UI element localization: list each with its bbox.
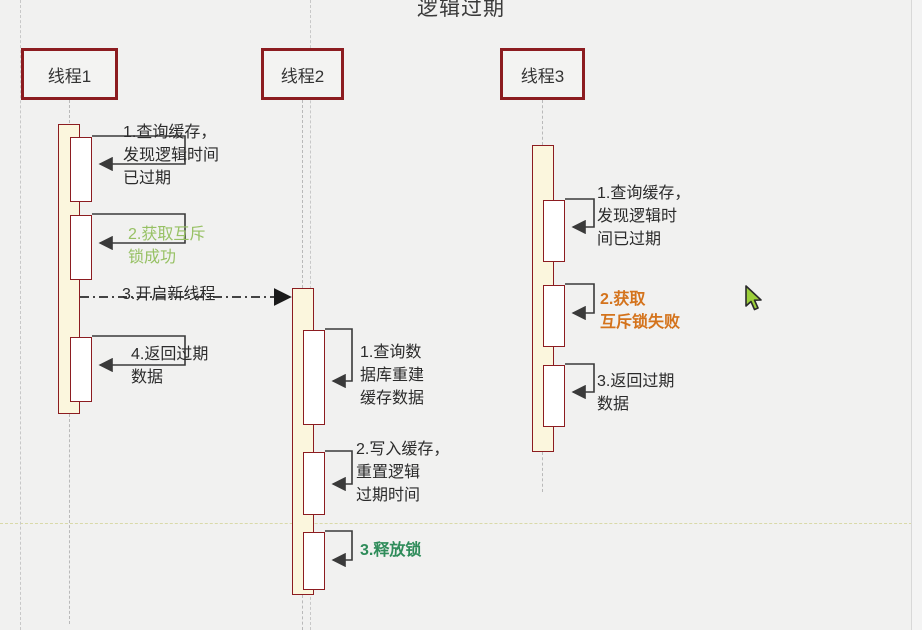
activation-box-t3s1	[543, 200, 565, 262]
lifeline-thread1-top	[69, 100, 70, 128]
mouse-cursor-icon	[745, 285, 762, 311]
canvas-right-edge	[911, 0, 912, 630]
lifeline-thread1-bottom	[69, 414, 70, 624]
activation-box-t1s1	[70, 137, 92, 202]
vertical-guide-left	[20, 0, 21, 630]
thread-header-label-thread3: 线程3	[520, 66, 565, 86]
thread-header-label-thread2: 线程2	[280, 66, 325, 86]
activation-box-t3s2	[543, 285, 565, 347]
lifeline-thread3-top	[542, 100, 543, 145]
step-label-t3s2: 2.获取 互斥锁失败	[600, 291, 681, 332]
page-title: 逻辑过期	[417, 0, 505, 20]
step-label-t3s3: 3.返回过期 数据	[597, 373, 675, 414]
canvas-right-margin	[912, 0, 922, 630]
activation-box-t2s1	[303, 330, 325, 425]
step-label-t3s1: 1.查询缓存， 发现逻辑时 间已过期	[597, 185, 691, 249]
thread-header-thread3[interactable]: 线程3	[500, 48, 585, 100]
step-label-t1s2: 2.获取互斥 锁成功	[128, 226, 206, 267]
message-label-spawn-thread: 3.开启新线程	[122, 286, 216, 303]
activation-box-t1s2	[70, 215, 92, 280]
step-label-t1s1: 1.查询缓存， 发现逻辑时间 已过期	[123, 124, 220, 188]
activation-box-t2s3	[303, 532, 325, 590]
horizontal-guide-line	[0, 523, 922, 524]
step-label-t2s3: 3.释放锁	[360, 542, 422, 559]
step-label-t2s1: 1.查询数 据库重建 缓存数据	[360, 344, 425, 408]
thread-header-thread1[interactable]: 线程1	[21, 48, 118, 100]
lifeline-thread3-bottom	[542, 452, 543, 492]
lifeline-thread2-top	[302, 100, 303, 288]
step-label-t1s3: 4.返回过期 数据	[131, 346, 209, 387]
thread-header-thread2[interactable]: 线程2	[261, 48, 344, 100]
activation-box-t2s2	[303, 452, 325, 515]
activation-box-t3s3	[543, 365, 565, 427]
step-label-t2s2: 2.写入缓存， 重置逻辑 过期时间	[356, 441, 450, 505]
lifeline-thread2-bottom	[302, 595, 303, 630]
thread-header-label-thread1: 线程1	[47, 66, 92, 86]
activation-box-t1s3	[70, 337, 92, 402]
